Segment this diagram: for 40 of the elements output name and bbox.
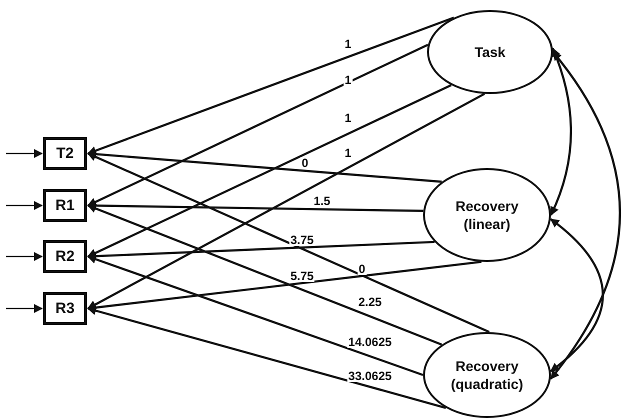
loading-arrow xyxy=(87,44,428,206)
error-arrow xyxy=(6,201,43,210)
observed-variable-box xyxy=(43,189,87,222)
loading-arrow xyxy=(87,92,486,310)
loading-arrow xyxy=(87,254,424,376)
edge-label: 33.0625 xyxy=(347,370,393,382)
node-label: R3 xyxy=(55,300,75,317)
loading-arrow xyxy=(87,204,442,346)
error-arrow xyxy=(6,304,43,313)
loading-arrow xyxy=(87,306,446,409)
node-label: Task xyxy=(474,42,506,62)
edge-label: 1 xyxy=(344,74,352,86)
observed-variable-box xyxy=(43,292,87,325)
covariance-arrow xyxy=(550,48,572,216)
edge-label: 14.0625 xyxy=(347,336,393,348)
edge-label: 2.25 xyxy=(357,296,383,308)
edge-label: 0 xyxy=(358,263,366,275)
node-label: R2 xyxy=(55,248,75,265)
covariance-arrow xyxy=(550,218,604,372)
covariance-arrow xyxy=(550,51,621,380)
error-arrow xyxy=(6,149,43,158)
edge-label: 1 xyxy=(344,112,352,124)
loading-arrow xyxy=(87,152,490,334)
observed-variable-box xyxy=(43,137,87,170)
error-arrow xyxy=(6,252,43,261)
edge-label: 5.75 xyxy=(289,270,315,282)
edge-label: 3.75 xyxy=(289,234,315,246)
observed-variable-box xyxy=(43,240,87,273)
edge-label: 1.5 xyxy=(312,195,332,207)
edge-label: 1 xyxy=(344,147,352,159)
node-label: R1 xyxy=(55,197,75,214)
loading-arrow xyxy=(87,150,442,183)
edge-label: 1 xyxy=(344,38,352,50)
loading-arrow xyxy=(87,201,424,212)
node-label: Recovery (quadratic) xyxy=(450,356,524,394)
node-label: Recovery (linear) xyxy=(454,196,520,234)
loading-arrow xyxy=(87,16,454,155)
edge-label: 0 xyxy=(300,157,310,169)
loading-arrow xyxy=(87,84,452,258)
node-label: T2 xyxy=(56,145,74,162)
